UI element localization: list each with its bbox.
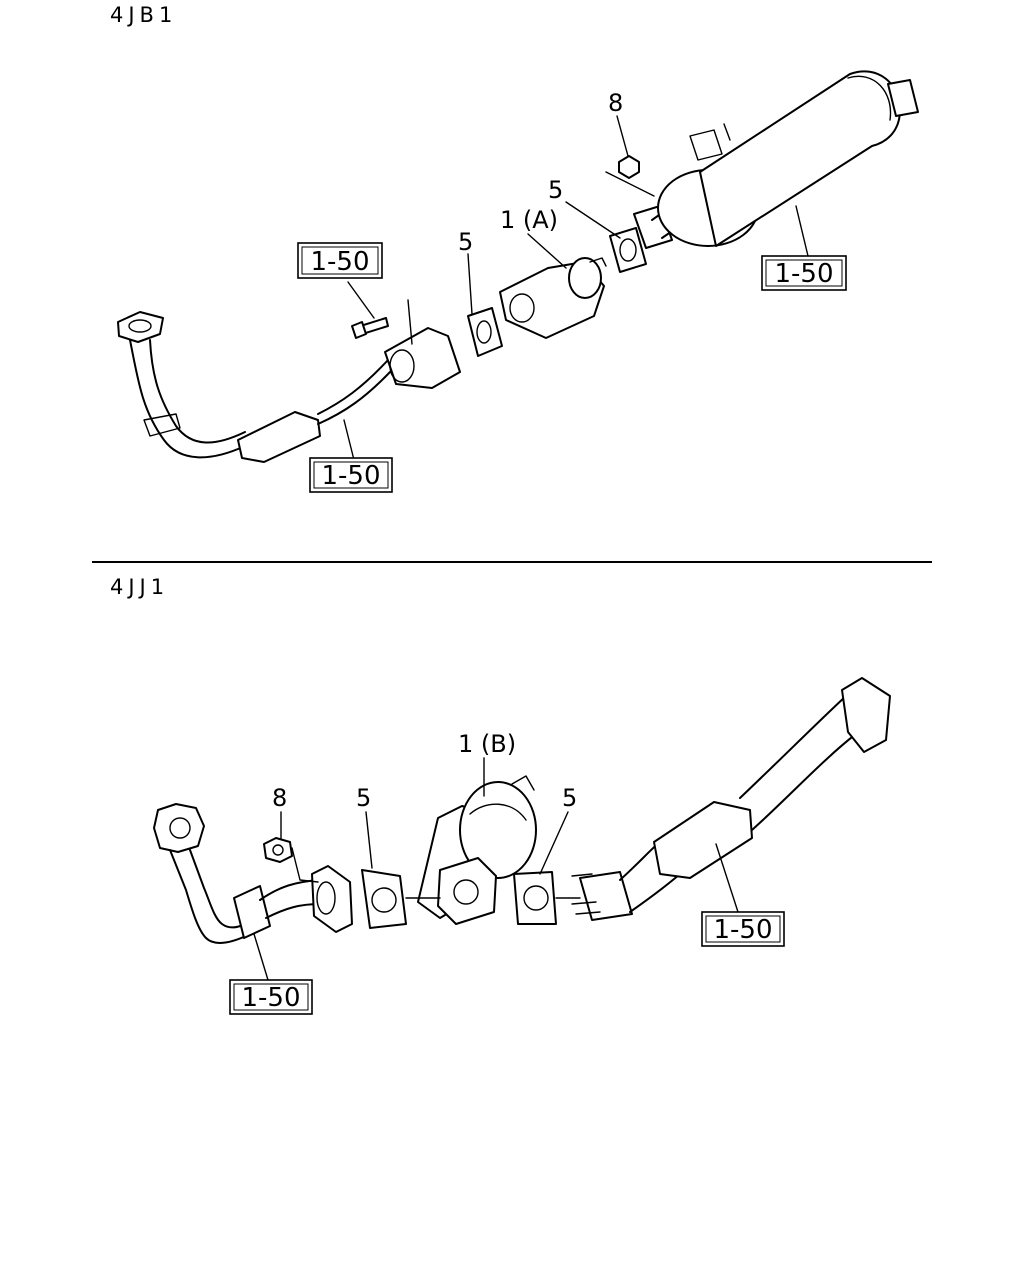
- leader-bolt: [347, 281, 375, 319]
- ref-box-front-pipe-4jj1: 1-50: [229, 979, 313, 1015]
- rear-pipe-flange: [311, 865, 353, 933]
- front-exhaust-pipe-4jj1: [153, 803, 353, 944]
- pipe-flange: [153, 803, 205, 853]
- ref-label: 1-50: [774, 259, 833, 289]
- callout-nut-4jb1: 8: [608, 89, 623, 117]
- catalytic-converter-b: [417, 775, 537, 925]
- leader-nut-to-flange-4jj1: [291, 847, 319, 883]
- callout-gasket-rear-4jj1: 5: [562, 784, 577, 812]
- muffler-hanger-pin: [723, 123, 731, 141]
- nut-4jj1: [263, 837, 293, 863]
- leader-nut-4jb1: [616, 115, 629, 157]
- leader-front-pipe: [343, 419, 355, 461]
- rear-pipe-flange-bore: [389, 349, 415, 383]
- pipe-bracket: [143, 413, 181, 437]
- catalytic-converter-a: [499, 257, 607, 339]
- gasket-front-bore: [476, 320, 492, 344]
- leader-rear-pipe-4jj1: [715, 843, 739, 913]
- callout-gasket-front-4jj1: 5: [356, 784, 371, 812]
- pipe-upper-edge: [169, 849, 251, 944]
- rear-pipe-tail-flange: [841, 677, 891, 753]
- muffler-hanger: [689, 129, 723, 161]
- section-4jb1: 4JB1: [110, 3, 919, 493]
- callout-gasket-rear-4jb1: 5: [548, 176, 563, 204]
- bolt-4jb1: [351, 317, 389, 339]
- gasket-front-4jj1: [361, 869, 407, 929]
- gasket-front-bore: [371, 887, 397, 913]
- ref-box-rear-pipe-4jj1: 1-50: [701, 911, 785, 947]
- converter-a-outlet: [568, 257, 602, 299]
- gasket-rear-bore: [619, 238, 637, 262]
- callout-nut-4jj1: 8: [272, 784, 287, 812]
- pipe-mid-upper: [259, 879, 319, 901]
- leader-gasket-rear-4jb1: [565, 201, 621, 239]
- rear-muffler-4jb1: [633, 70, 919, 249]
- leader-front-pipe-4jj1: [253, 933, 269, 981]
- pipe-mid-upper: [317, 371, 391, 425]
- converter-b-outlet-bore: [453, 879, 479, 905]
- converter-b-sensor: [511, 775, 535, 791]
- flange-hole: [128, 319, 152, 333]
- ref-label: 1-50: [241, 983, 300, 1013]
- section-4jj1: 4JJ1: [110, 575, 891, 1015]
- rear-pipe-lower: [629, 873, 681, 913]
- rear-resonator: [653, 801, 753, 879]
- ref-label: 1-50: [321, 461, 380, 491]
- rear-pipe-tail-upper: [739, 695, 847, 799]
- leader-gasket-front-4jb1: [467, 253, 473, 315]
- converter-a-inlet: [509, 293, 535, 323]
- section-label-4jj1: 4JJ1: [110, 575, 169, 599]
- bolt-head: [351, 321, 367, 339]
- gasket-rear-bore: [523, 885, 549, 911]
- muffler-tail-flange: [887, 79, 919, 117]
- front-exhaust-pipe-4jb1: [117, 311, 461, 463]
- front-resonator: [237, 411, 321, 463]
- pipe-lower-edge: [149, 339, 246, 444]
- rear-pipe-tail-lower: [751, 727, 865, 831]
- ref-label: 1-50: [310, 247, 369, 277]
- converter-b-shell: [459, 781, 537, 879]
- gasket-rear-4jb1: [609, 227, 647, 273]
- rear-pipe-flange-bore: [316, 881, 336, 915]
- leader-nut-to-flange-4jb1: [605, 171, 655, 197]
- nut-4jb1: [618, 155, 640, 179]
- leader-muffler: [795, 205, 809, 257]
- pipe-clamp: [233, 885, 271, 939]
- pipe-mid-lower: [265, 903, 321, 919]
- rear-pipe-flange: [384, 327, 461, 389]
- ref-box-front-pipe: 1-50: [309, 457, 393, 493]
- section-label-4jb1: 4JB1: [110, 3, 177, 27]
- gasket-rear-4jj1: [513, 871, 557, 925]
- callout-converter-a: 1 (A): [500, 206, 558, 234]
- rear-pipe-flange: [579, 871, 633, 921]
- flange-studs: [571, 873, 601, 915]
- gasket-front-4jb1: [467, 307, 503, 357]
- leader-gasket-front-4jj1: [365, 811, 373, 869]
- rear-exhaust-pipe-4jj1: [571, 677, 891, 921]
- ref-box-bolt: 1-50: [297, 242, 383, 279]
- leader-gasket-rear-4jj1: [539, 811, 569, 875]
- leader-bolt-flange: [407, 299, 413, 345]
- leader-converter-a: [527, 233, 567, 269]
- converter-a-sensor: [589, 257, 607, 267]
- pipe-upper-edge: [129, 339, 246, 459]
- pipe-flange: [117, 311, 164, 343]
- ref-label: 1-50: [713, 915, 772, 945]
- pipe-mid-lower: [317, 359, 389, 415]
- muffler-rear-seam: [847, 75, 892, 121]
- converter-b-outlet-flange: [437, 857, 497, 925]
- flange-hole: [169, 817, 191, 839]
- callout-converter-b: 1 (B): [458, 730, 516, 758]
- ref-box-muffler: 1-50: [761, 255, 847, 291]
- converter-b-band: [469, 803, 527, 821]
- callout-gasket-front-4jb1: 5: [458, 228, 473, 256]
